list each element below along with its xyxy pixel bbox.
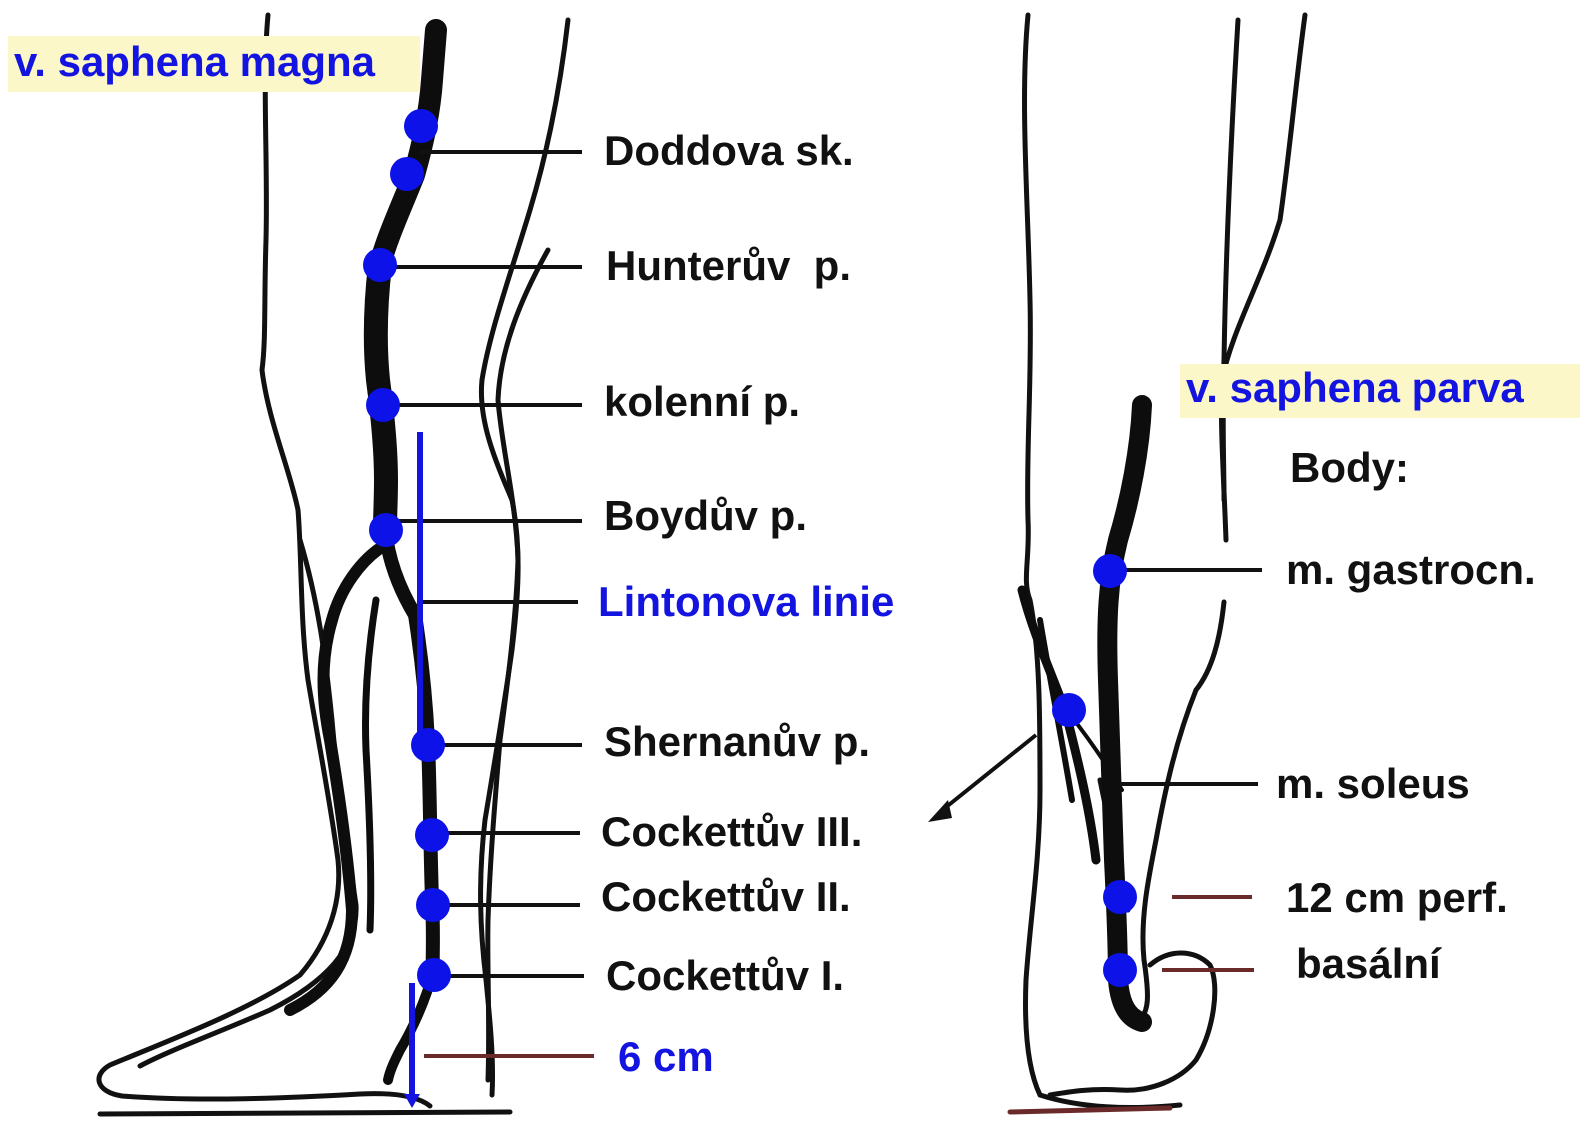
dot-knee — [366, 388, 400, 422]
label-knee: kolenní p. — [604, 378, 800, 425]
right-labels: Body: m. gastrocn. m. soleus 12 cm perf.… — [1276, 444, 1536, 987]
body-heading: Body: — [1290, 444, 1409, 491]
label-perf12: 12 cm perf. — [1286, 874, 1508, 921]
label-six-cm: 6 cm — [618, 1033, 714, 1080]
label-cockett1: Cockettův I. — [606, 952, 844, 999]
label-boyd: Boydův p. — [604, 492, 807, 539]
dot-cockett3 — [415, 818, 449, 852]
dot-cockett1 — [417, 958, 451, 992]
dot-dodd-upper — [404, 109, 438, 143]
dot-soleus — [1052, 693, 1086, 727]
dot-gastrocn — [1093, 554, 1127, 588]
label-soleus: m. soleus — [1276, 760, 1470, 807]
right-leg-outline — [1010, 15, 1305, 1112]
label-sherman: Shernanův p. — [604, 718, 870, 765]
label-basal: basální — [1296, 940, 1442, 987]
left-header-text: v. saphena magna — [14, 38, 376, 85]
dot-boyd — [369, 513, 403, 547]
dot-basal — [1103, 953, 1137, 987]
label-dodd: Doddova sk. — [604, 127, 854, 174]
left-leg-outline — [99, 15, 568, 1114]
dot-perf12 — [1103, 880, 1137, 914]
dot-dodd-lower — [390, 157, 424, 191]
right-header: v. saphena parva — [1180, 364, 1580, 418]
right-leader-lines — [928, 570, 1262, 970]
label-cockett3: Cockettův III. — [601, 808, 862, 855]
label-gastrocn: m. gastrocn. — [1286, 546, 1536, 593]
pointer-arrow — [940, 735, 1036, 812]
left-header: v. saphena magna — [8, 36, 420, 92]
dot-hunter — [363, 248, 397, 282]
dot-cockett2 — [416, 888, 450, 922]
dot-sherman — [411, 728, 445, 762]
right-header-text: v. saphena parva — [1186, 364, 1524, 411]
label-cockett2: Cockettův II. — [601, 873, 851, 920]
label-hunter: Hunterův p. — [606, 242, 851, 289]
label-linton: Lintonova linie — [598, 578, 894, 625]
left-labels: Doddova sk. Hunterův p. kolenní p. Boydů… — [598, 127, 894, 1080]
